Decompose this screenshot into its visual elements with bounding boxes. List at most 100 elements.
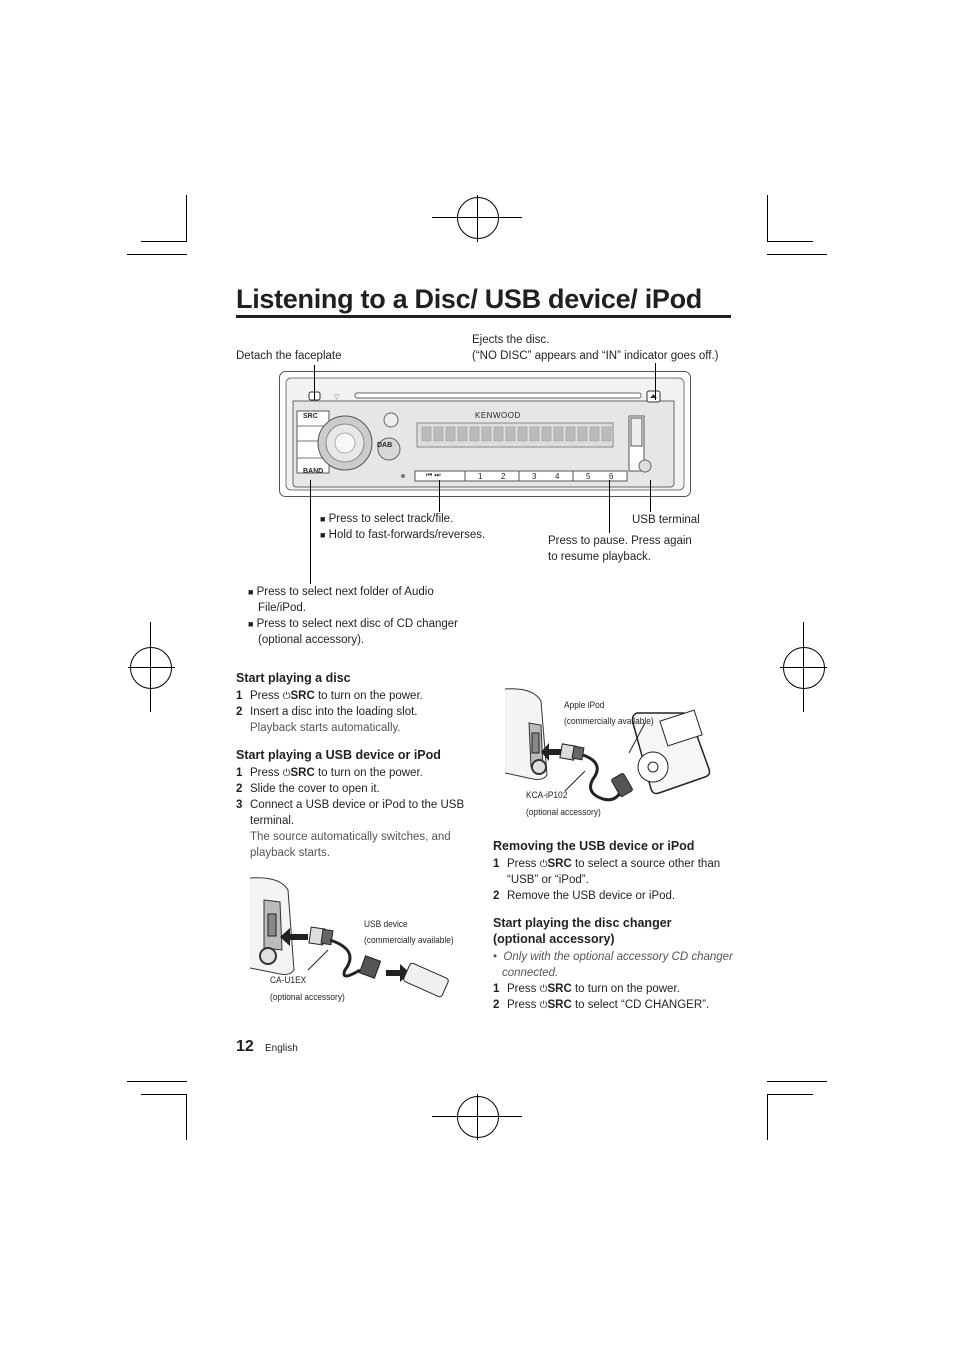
disc-step-2-text: Insert a disc into the loading slot.: [250, 706, 418, 718]
brand-logo: KENWOOD: [475, 411, 521, 420]
folder-label-2: ■ Press to select next disc of CD change…: [248, 618, 458, 630]
preset-1: 1: [478, 472, 483, 481]
usb-terminal-label: USB terminal: [632, 514, 700, 526]
page-number: 12: [236, 1038, 254, 1055]
src-key: SRC: [290, 767, 315, 779]
src-key: SRC: [290, 690, 315, 702]
step-text: Press: [507, 999, 540, 1011]
band-button-label: BAND: [303, 468, 324, 475]
svg-text:▽: ▽: [334, 394, 340, 401]
section-disc-heading: Start playing a disc: [236, 671, 351, 685]
usb-step-2: 2 Slide the cover to open it.: [236, 781, 476, 797]
power-icon: ⏻: [539, 859, 548, 870]
track-buttons-icon: ⏮ ⏭: [426, 472, 441, 479]
step-number: 2: [493, 890, 500, 902]
section-changer-heading-1: Start playing the disc changer: [493, 916, 672, 930]
usb-device-label-2: (commercially available): [364, 935, 454, 946]
step-number: 2: [236, 783, 243, 795]
changer-step-1: 1 Press ⏻SRC to turn on the power.: [493, 981, 733, 997]
remove-step-2: 2 Remove the USB device or iPod.: [493, 888, 733, 904]
preset-3: 3: [532, 472, 537, 481]
src-button-label: SRC: [303, 413, 318, 420]
usb-step-3-text: Connect a USB device or iPod to the USB: [250, 799, 465, 811]
step-number: 2: [493, 999, 500, 1011]
step-text: Press: [507, 858, 540, 870]
usb-note-2: playback starts.: [250, 847, 330, 859]
step-number: 1: [236, 767, 243, 779]
changer-note-2: connected.: [502, 967, 559, 979]
disc-note: Playback starts automatically.: [250, 722, 401, 734]
src-key: SRC: [547, 983, 572, 995]
step-text: to turn on the power.: [314, 767, 423, 779]
folder-label-2-text: Press to select next disc of CD changer: [256, 618, 458, 630]
changer-note-1-text: Only with the optional accessory CD chan…: [503, 951, 733, 963]
ipod-connection-svg: [504, 688, 711, 802]
step-number: 2: [236, 706, 243, 718]
changer-step-2: 2 Press ⏻SRC to select “CD CHANGER”.: [493, 997, 733, 1013]
power-icon: ⏻: [282, 768, 291, 779]
disc-step-2: 2 Insert a disc into the loading slot.: [236, 704, 476, 720]
remove-step-1: 1 Press ⏻SRC to select a source other th…: [493, 856, 733, 888]
usb-step-1-text: Press ⏻SRC to turn on the power.: [250, 765, 423, 782]
usb-step-3: 3 Connect a USB device or iPod to the US…: [236, 797, 476, 829]
remove-step-1-text: Press ⏻SRC to select a source other than: [507, 856, 720, 873]
power-icon: ⏻: [539, 984, 548, 995]
step-text: Press: [250, 767, 283, 779]
folder-label-1-text: Press to select next folder of Audio: [256, 586, 434, 598]
usb-note-1: The source automatically switches, and: [250, 831, 451, 843]
step-number: 1: [493, 983, 500, 995]
preset-2: 2: [501, 472, 506, 481]
preset-4: 4: [555, 472, 560, 481]
remove-step-1-text2: “USB” or “iPod”.: [507, 874, 589, 886]
ipod-illustration: Apple iPod (commercially available) KCA-…: [504, 683, 725, 823]
changer-step-1-text: Press ⏻SRC to turn on the power.: [507, 981, 680, 998]
usb-device-illustration: USB device (commercially available) CA-U…: [249, 870, 460, 1010]
changer-note-1: • Only with the optional accessory CD ch…: [493, 949, 733, 965]
section-remove-heading: Removing the USB device or iPod: [493, 839, 695, 853]
detach-label: Detach the faceplate: [236, 350, 342, 362]
pause-label-2: to resume playback.: [548, 551, 651, 563]
ipod-label-2: (commercially available): [564, 716, 654, 727]
eject-label-line1: Ejects the disc.: [472, 334, 550, 346]
section-usb-heading: Start playing a USB device or iPod: [236, 748, 441, 762]
usb-cable-label-2: (optional accessory): [270, 992, 345, 1003]
track-label-2-text: Hold to fast-forwards/reverses.: [328, 529, 486, 541]
pause-label-1: Press to pause. Press again: [548, 535, 692, 547]
step-text: to select “CD CHANGER”.: [571, 999, 710, 1011]
step-number: 3: [236, 799, 243, 811]
remove-step-2-text: Remove the USB device or iPod.: [507, 890, 676, 902]
step-text: to turn on the power.: [571, 983, 680, 995]
ipod-cable-label-1: KCA-iP102: [526, 790, 568, 801]
title-rule: [236, 315, 731, 318]
folder-label-1b: File/iPod.: [258, 602, 306, 614]
track-label-1: ■ Press to select track/file.: [320, 513, 454, 525]
track-label-2: ■ Hold to fast-forwards/reverses.: [320, 529, 486, 541]
folder-label-1: ■ Press to select next folder of Audio: [248, 586, 434, 598]
step-text: to select a source other than: [571, 858, 721, 870]
changer-step-2-text: Press ⏻SRC to select “CD CHANGER”.: [507, 997, 709, 1014]
folder-label-2b: (optional accessory).: [258, 634, 365, 646]
step-number: 1: [493, 858, 500, 870]
ipod-cable-label-2: (optional accessory): [526, 807, 601, 818]
usb-step-1: 1 Press ⏻SRC to turn on the power.: [236, 765, 476, 781]
step-text: Press: [250, 690, 283, 702]
preset-6: 6: [609, 472, 614, 481]
usb-step-3-text2: terminal.: [250, 815, 295, 827]
power-icon: ⏻: [282, 691, 291, 702]
usb-device-label-1: USB device: [364, 919, 408, 930]
track-label-1-text: Press to select track/file.: [328, 513, 454, 525]
section-changer-heading-2: (optional accessory): [493, 932, 615, 946]
preset-5: 5: [586, 472, 591, 481]
disc-step-1: 1 Press ⏻SRC to turn on the power.: [236, 688, 476, 704]
page-title: Listening to a Disc/ USB device/ iPod: [236, 284, 703, 314]
usb-cable-label-1: CA-U1EX: [270, 975, 307, 986]
step-number: 1: [236, 690, 243, 702]
power-icon: ⏻: [539, 1000, 548, 1011]
faceplate-diagram: ▽ SRC BAND DAB KEN: [279, 371, 691, 497]
step-text: Press: [507, 983, 540, 995]
page-language: English: [265, 1043, 298, 1054]
dab-button-label: DAB: [377, 442, 393, 449]
ipod-label-1: Apple iPod: [564, 700, 605, 711]
usb-connection-svg: [249, 877, 449, 998]
eject-label-line2: (“NO DISC” appears and “IN” indicator go…: [472, 350, 719, 362]
